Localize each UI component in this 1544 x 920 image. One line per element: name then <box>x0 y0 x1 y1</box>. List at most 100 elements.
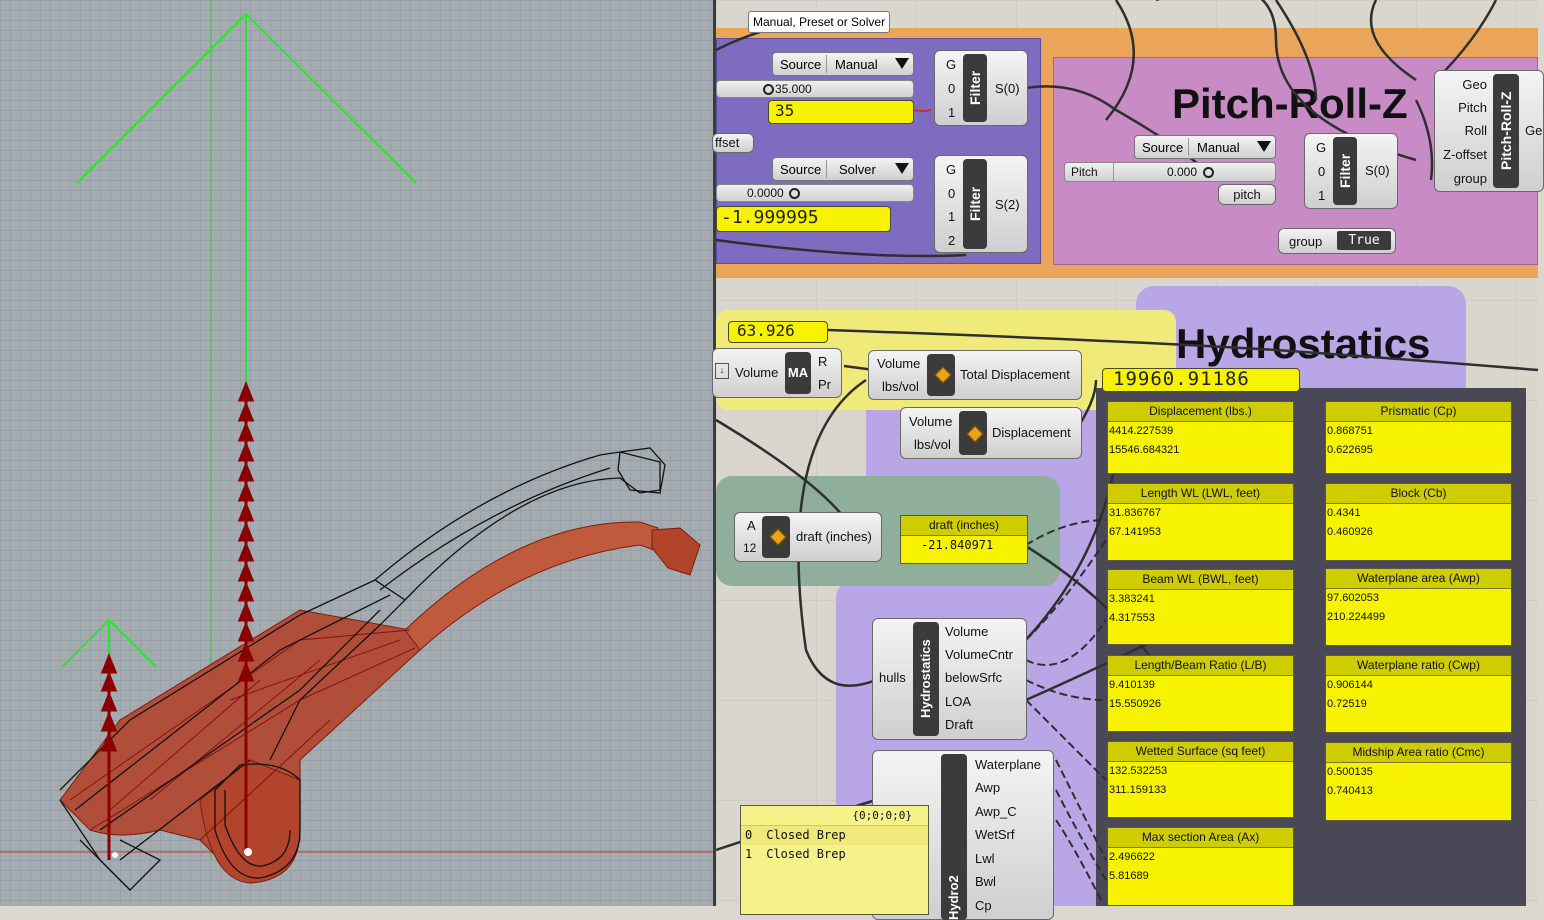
td-input-volume[interactable]: Volume <box>877 356 921 371</box>
panel-header: Prismatic (Cp) <box>1326 402 1511 422</box>
result-panel-cwp[interactable]: Waterplane ratio (Cwp) 0.906144 0.72519 <box>1325 655 1512 733</box>
draft-output[interactable]: draft (inches) <box>796 529 872 544</box>
pitch-relay[interactable]: pitch <box>1218 184 1276 205</box>
brep-list-panel[interactable]: {0;0;0;0} 0 Closed Brep 1 Closed Brep <box>740 805 929 915</box>
result-panel-prismatic[interactable]: Prismatic (Cp) 0.868751 0.622695 <box>1325 401 1512 474</box>
draft-input-12[interactable]: 12 <box>743 541 757 555</box>
result-panel-block[interactable]: Block (Cb) 0.4341 0.460926 <box>1325 483 1512 561</box>
ma-output-r[interactable]: R <box>818 354 828 369</box>
panel-value: 5.81689 <box>1109 870 1149 882</box>
number-panel-35[interactable]: 35 <box>768 100 914 124</box>
filter-input-1[interactable]: 1 <box>1318 188 1326 203</box>
prz-input-group[interactable]: group <box>1453 171 1487 186</box>
group-toggle-value[interactable]: True <box>1337 231 1391 250</box>
value-slider-1[interactable]: 35.000 <box>716 80 914 98</box>
ma-output-pr[interactable]: Pr <box>818 377 831 392</box>
value-slider-2[interactable]: 0.0000 <box>716 184 914 202</box>
hydro2-output-bwl[interactable]: Bwl <box>975 874 996 889</box>
td-output[interactable]: Total Displacement <box>960 367 1070 382</box>
td-input-lbs[interactable]: lbs/vol <box>882 379 919 394</box>
slider-knob-icon[interactable] <box>1203 167 1214 178</box>
pitch-roll-z-node[interactable]: Geo Pitch Roll Z-offset group Pitch-Roll… <box>1434 70 1544 192</box>
panel-value: 2.496622 <box>1109 851 1155 863</box>
disp-input-volume[interactable]: Volume <box>909 414 953 429</box>
hydrostatics-output-volumecntr[interactable]: VolumeCntr <box>945 647 1013 662</box>
filter-input-g[interactable]: G <box>946 57 957 72</box>
result-panel-lb[interactable]: Length/Beam Ratio (L/B) 9.410139 15.5509… <box>1107 655 1294 732</box>
prz-input-geo[interactable]: Geo <box>1462 77 1487 92</box>
grasshopper-canvas[interactable]: Pitch-Roll-Z Hydrostatics <box>712 0 1544 920</box>
total-displacement-node[interactable]: Volume lbs/vol Total Displacement <box>868 350 1082 400</box>
hydrostatics-output-belowsrfc[interactable]: belowSrfc <box>945 670 1003 685</box>
result-panel-wetted[interactable]: Wetted Surface (sq feet) 132.532253 311.… <box>1107 741 1294 818</box>
offset-relay[interactable]: ffset <box>712 133 754 153</box>
hydro2-output-wetsrf[interactable]: WetSrf <box>975 827 1015 842</box>
filter-input-2[interactable]: 2 <box>948 233 956 248</box>
hydro2-output-awp[interactable]: Awp <box>975 780 1001 795</box>
hull-stem <box>404 521 661 651</box>
draft-input-a[interactable]: A <box>747 518 756 533</box>
hydro2-output-awp-c[interactable]: Awp_C <box>975 804 1017 819</box>
slider-knob-icon[interactable] <box>789 188 800 199</box>
panel-header: Max section Area (Ax) <box>1108 828 1293 848</box>
prz-input-pitch[interactable]: Pitch <box>1458 100 1487 115</box>
panel-header: Length WL (LWL, feet) <box>1108 484 1293 504</box>
number-panel-solver[interactable]: -1.999995 <box>716 206 891 232</box>
source-valuelist-2[interactable]: Source Solver <box>772 157 914 181</box>
rhino-viewport[interactable] <box>0 0 713 906</box>
result-panel-cmc[interactable]: Midship Area ratio (Cmc) 0.500135 0.7404… <box>1325 742 1512 821</box>
pitch-slider[interactable]: Pitch 0.000 <box>1064 162 1276 182</box>
panel-header: Midship Area ratio (Cmc) <box>1326 743 1511 763</box>
filter-input-g[interactable]: G <box>946 162 957 177</box>
slider-knob-icon[interactable] <box>763 84 774 95</box>
hydro2-output-cp[interactable]: Cp <box>975 898 992 913</box>
group-toggle[interactable]: group True <box>1278 228 1396 254</box>
filter-node-3[interactable]: G 0 1 Filter S(0) <box>1304 133 1398 209</box>
source-valuelist-3[interactable]: Source Manual <box>1134 135 1276 159</box>
hydrostatics-node[interactable]: hulls Hydrostatics Volume VolumeCntr bel… <box>872 618 1027 740</box>
mass-addition-node[interactable]: ↓ Volume MA R Pr <box>712 348 842 398</box>
result-panel-lwl[interactable]: Length WL (LWL, feet) 31.836767 67.14195… <box>1107 483 1294 561</box>
filter-output[interactable]: S(2) <box>995 197 1020 212</box>
panel-value: 31.836767 <box>1109 507 1161 519</box>
prz-input-zoffset[interactable]: Z-offset <box>1443 147 1487 162</box>
solver-tooltip: Manual, Preset or Solver <box>748 11 891 33</box>
number-panel-63926[interactable]: 63.926 <box>728 321 828 343</box>
prz-input-roll[interactable]: Roll <box>1464 123 1487 138</box>
ma-input-volume[interactable]: Volume <box>735 365 779 380</box>
filter-input-g[interactable]: G <box>1316 140 1327 155</box>
draft-division-node[interactable]: A 12 draft (inches) <box>734 512 882 562</box>
displacement-node[interactable]: Volume lbs/vol Displacement <box>900 407 1082 459</box>
result-panel-ax[interactable]: Max section Area (Ax) 2.496622 5.81689 <box>1107 827 1294 906</box>
prz-output[interactable]: Ge <box>1525 123 1543 138</box>
hydro2-output-lwl[interactable]: Lwl <box>975 851 995 866</box>
filter-input-1[interactable]: 1 <box>948 105 956 120</box>
result-panel-awp[interactable]: Waterplane area (Awp) 97.602053 210.2244… <box>1325 568 1512 646</box>
hydrostatics-output-draft[interactable]: Draft <box>945 717 974 732</box>
disp-output[interactable]: Displacement <box>992 425 1071 440</box>
dropdown-arrow-icon[interactable] <box>1257 141 1271 152</box>
hydrostatics-output-loa[interactable]: LOA <box>945 694 972 709</box>
hydrostatics-input-hulls[interactable]: hulls <box>879 670 906 685</box>
hydro2-node-title: Hydro2 <box>941 754 967 920</box>
viewport-divider[interactable] <box>713 0 716 906</box>
filter-output[interactable]: S(0) <box>995 81 1020 96</box>
disp-input-lbs[interactable]: lbs/vol <box>914 437 951 452</box>
dropdown-arrow-icon[interactable] <box>895 163 909 174</box>
total-displacement-value[interactable]: 19960.91186 <box>1102 368 1300 392</box>
hydrostatics-output-volume[interactable]: Volume <box>945 624 989 639</box>
dropdown-arrow-icon[interactable] <box>895 58 909 69</box>
filter-node-1[interactable]: G 0 1 Filter S(0) <box>934 50 1028 126</box>
hydro2-output-waterplane[interactable]: Waterplane <box>975 757 1041 772</box>
source-valuelist-1[interactable]: Source Manual <box>772 52 914 76</box>
draft-panel[interactable]: draft (inches) -21.840971 <box>900 515 1028 564</box>
filter-input-1[interactable]: 1 <box>948 209 956 224</box>
filter-input-0[interactable]: 0 <box>948 81 956 96</box>
filter-input-0[interactable]: 0 <box>1318 164 1326 179</box>
filter-node-2[interactable]: G 0 1 2 Filter S(2) <box>934 155 1028 253</box>
filter-node-title: Filter <box>1333 137 1357 205</box>
result-panel-bwl[interactable]: Beam WL (BWL, feet) 3.383241 4.317553 <box>1107 569 1294 645</box>
filter-input-0[interactable]: 0 <box>948 186 956 201</box>
result-panel-displacement[interactable]: Displacement (lbs.) 4414.227539 15546.68… <box>1107 401 1294 474</box>
filter-output[interactable]: S(0) <box>1365 163 1390 178</box>
